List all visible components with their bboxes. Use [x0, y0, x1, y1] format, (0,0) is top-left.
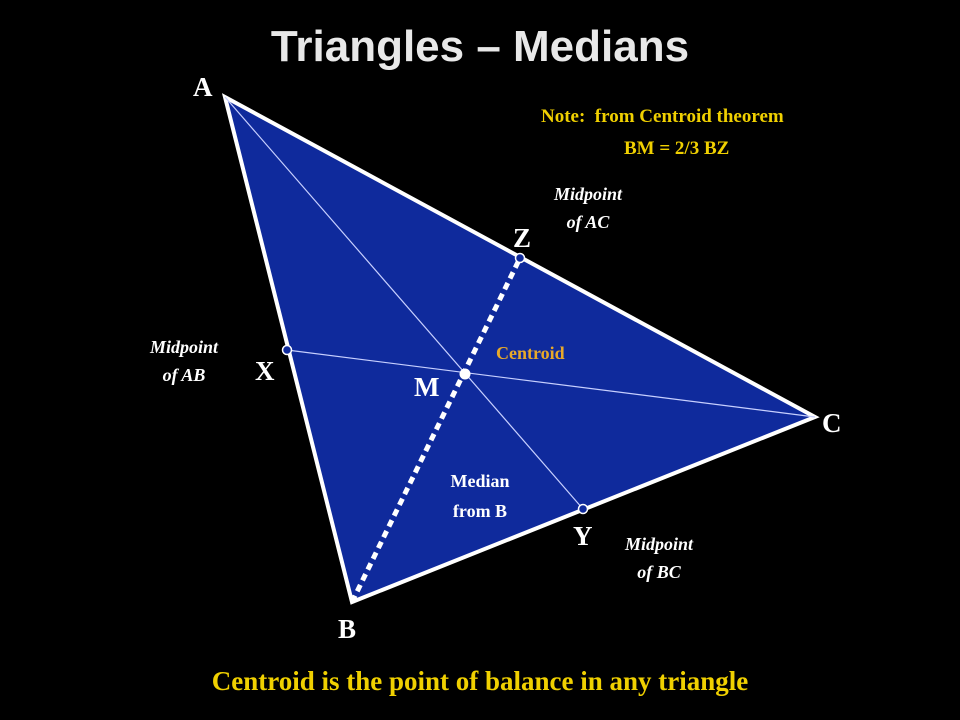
midpoint-ab-line2: of AB	[162, 365, 206, 385]
midpoint-y-dot	[577, 503, 589, 515]
midpoint-x-dot	[281, 344, 293, 356]
note-line1: Note: from Centroid theorem	[541, 106, 784, 127]
point-y-label: Y	[573, 521, 593, 551]
median-label-line1: Median	[450, 471, 510, 491]
point-x-label: X	[255, 356, 275, 386]
midpoint-z-dot	[514, 252, 526, 264]
midpoint-bc-line2: of BC	[637, 562, 681, 582]
point-m-label: M	[414, 372, 440, 402]
centroid-label: Centroid	[496, 343, 565, 363]
footer-caption: Centroid is the point of balance in any …	[211, 666, 749, 696]
midpoint-ac-line2: of AC	[566, 212, 610, 232]
median-label: Median from B	[420, 466, 540, 526]
centroid-dot	[459, 368, 471, 380]
median-label-line2: from B	[452, 501, 508, 521]
median-from-a	[224, 96, 584, 510]
vertex-a-label: A	[193, 72, 213, 102]
note-line2: BM = 2/3 BZ	[624, 138, 730, 159]
midpoint-bc-line1: Midpoint	[624, 534, 694, 554]
page-title: Triangles – Medians	[270, 22, 690, 71]
point-z-label: Z	[513, 223, 532, 253]
midpoint-ac-line1: Midpoint	[553, 184, 623, 204]
vertex-b-label: B	[338, 614, 357, 644]
midpoint-bc-label: Midpoint of BC	[594, 530, 724, 586]
midpoint-ab-line1: Midpoint	[149, 337, 219, 357]
midpoint-ac-label: Midpoint of AC	[523, 180, 653, 236]
median-from-c	[286, 349, 816, 418]
vertex-c-label: C	[822, 408, 842, 438]
median-from-b	[349, 256, 523, 604]
midpoint-ab-label: Midpoint of AB	[119, 333, 249, 389]
